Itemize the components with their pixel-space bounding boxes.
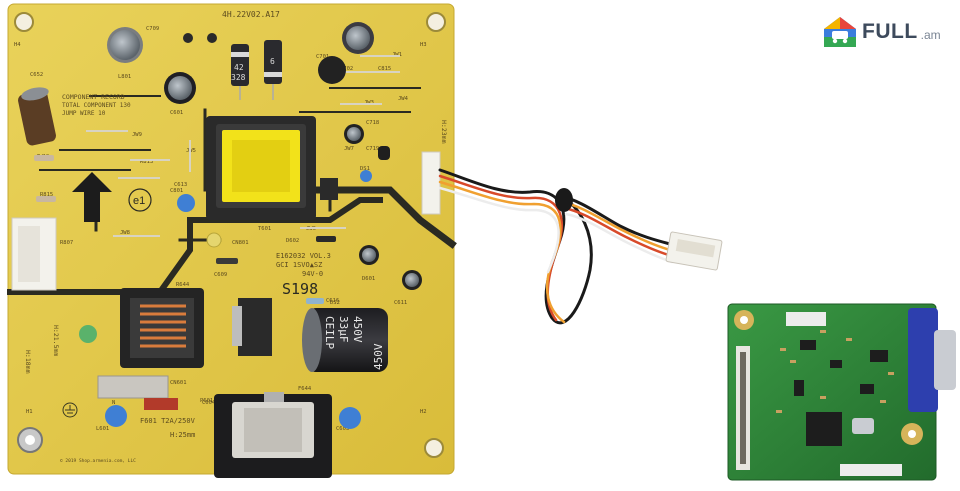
- brand-name: FULL: [862, 20, 918, 43]
- refdes-f644: F644: [298, 386, 312, 392]
- refdes-c709: C709: [146, 26, 159, 32]
- vga-board: [727, 303, 956, 481]
- height-18-label: H:18mm: [24, 350, 32, 374]
- fuse-label: F601 T2A/250V: [140, 417, 196, 425]
- refdes-c609: C609: [214, 272, 227, 278]
- vga-connector: [908, 308, 938, 412]
- e1-mark: e1: [128, 188, 152, 212]
- refdes-c601: C601: [170, 110, 183, 116]
- refdes-l601: L601: [96, 426, 109, 432]
- refdes-c702: C702: [340, 66, 353, 72]
- x-capacitor: [97, 375, 169, 399]
- fuse: [144, 398, 178, 410]
- board-code-label: 4H.22V02.A17: [222, 10, 280, 19]
- refdes-cn601: CN601: [170, 380, 187, 386]
- refdes-r644: R644: [176, 282, 190, 288]
- refdes-jw9: JW9: [132, 132, 142, 138]
- electrolytic-capacitors: [107, 22, 422, 290]
- gci-label: GCI 1SVO▲SZ: [276, 261, 322, 269]
- refdes-c815: C815: [378, 66, 391, 72]
- mounting-holes: [14, 12, 446, 458]
- wire-harness: [438, 168, 674, 325]
- silkscreen: 4H.22V02.A17 COMPONENT RECORD TOTAL COMP…: [24, 10, 448, 464]
- refdes-c718: C718: [366, 120, 379, 126]
- refdes-c701: C701: [316, 54, 329, 60]
- refdes-c603: C603: [336, 426, 349, 432]
- total-component-label: TOTAL COMPONENT 130: [62, 102, 131, 109]
- refdes-t601: T601: [258, 226, 271, 232]
- svg-text:450V: 450V: [372, 343, 385, 370]
- refdes-n: N: [112, 400, 115, 406]
- date-code-label: S198: [282, 280, 318, 298]
- transistors: [232, 146, 390, 356]
- svg-text:e1: e1: [133, 195, 145, 207]
- ground-symbol-icon: [62, 402, 78, 418]
- refdes-p601: P601: [200, 398, 213, 404]
- refdes-ds1: DS1: [360, 166, 370, 172]
- refdes-r813: R813: [140, 159, 153, 165]
- svg-text:42: 42: [234, 63, 244, 72]
- refdes-jw4: JW4: [398, 96, 409, 102]
- ac-inlet: [214, 392, 332, 478]
- svg-text:33µF: 33µF: [337, 316, 350, 343]
- ul-label: E162032 VOL.3: [276, 252, 331, 260]
- refdes-h4: H4: [14, 42, 21, 48]
- harness-connector: [665, 231, 723, 271]
- component-record-label: COMPONENT RECORD: [62, 93, 125, 101]
- connector-top: [421, 151, 441, 215]
- svg-text:328: 328: [231, 73, 246, 82]
- bulk-capacitor: CEILP 33µF 450V 450V: [302, 308, 388, 372]
- brown-capacitor: [18, 87, 56, 146]
- refdes-l801: L801: [118, 74, 131, 80]
- brand-domain: .am: [920, 28, 941, 42]
- svg-text:6: 6: [270, 57, 275, 66]
- refdes-h2: H2: [420, 409, 427, 415]
- copyright-label: © 2019 Shop.armenia.com, LLC: [60, 458, 136, 464]
- direction-arrow-icon: [72, 172, 112, 222]
- refdes-c613: C613: [174, 182, 187, 188]
- height-25-label: H:25mm: [170, 431, 195, 439]
- watermark-logo: FULL .am: [822, 14, 952, 50]
- ceramic-capacitors: [79, 170, 372, 429]
- refdes-d602: D602: [286, 238, 299, 244]
- refdes-cn801: CN801: [232, 240, 249, 246]
- resistors: [34, 155, 336, 304]
- rating-label: 94V-0: [302, 270, 323, 278]
- refdes-c604: C604: [202, 400, 216, 406]
- height-21-label: H:21.5mm: [52, 325, 60, 356]
- house-car-icon: [822, 15, 858, 49]
- refdes-c616: C616: [326, 298, 339, 304]
- jumper-wires: [86, 55, 400, 237]
- rectifier-diodes: 42 328 6: [231, 40, 282, 100]
- height-23-label: H:23mm: [440, 120, 448, 144]
- connector-cn801: [11, 217, 57, 291]
- refdes-jw8: JW8: [120, 230, 130, 236]
- refdes-c611: C611: [394, 300, 407, 306]
- refdes-r807: R807: [60, 240, 73, 246]
- transformer: [206, 116, 316, 220]
- refdes-r815: R815: [40, 192, 53, 198]
- refdes-h3: H3: [420, 42, 427, 48]
- refdes-c652: C652: [30, 72, 43, 78]
- power-board: 4H.22V02.A17 COMPONENT RECORD TOTAL COMP…: [7, 3, 457, 478]
- common-mode-choke: [120, 288, 204, 368]
- refdes-jw7: JW7: [344, 146, 354, 152]
- refdes-h1: H1: [26, 409, 33, 415]
- svg-text:450V: 450V: [351, 316, 364, 343]
- refdes-d601: D601: [362, 276, 375, 282]
- jump-wire-label: JUMP WIRE 10: [62, 110, 106, 117]
- refdes-ds2: DS2: [330, 300, 340, 306]
- svg-text:CEILP: CEILP: [323, 316, 336, 349]
- refdes-c801: C801: [170, 188, 183, 194]
- refdes-c719: C719: [366, 146, 379, 152]
- main-ic: [806, 412, 842, 446]
